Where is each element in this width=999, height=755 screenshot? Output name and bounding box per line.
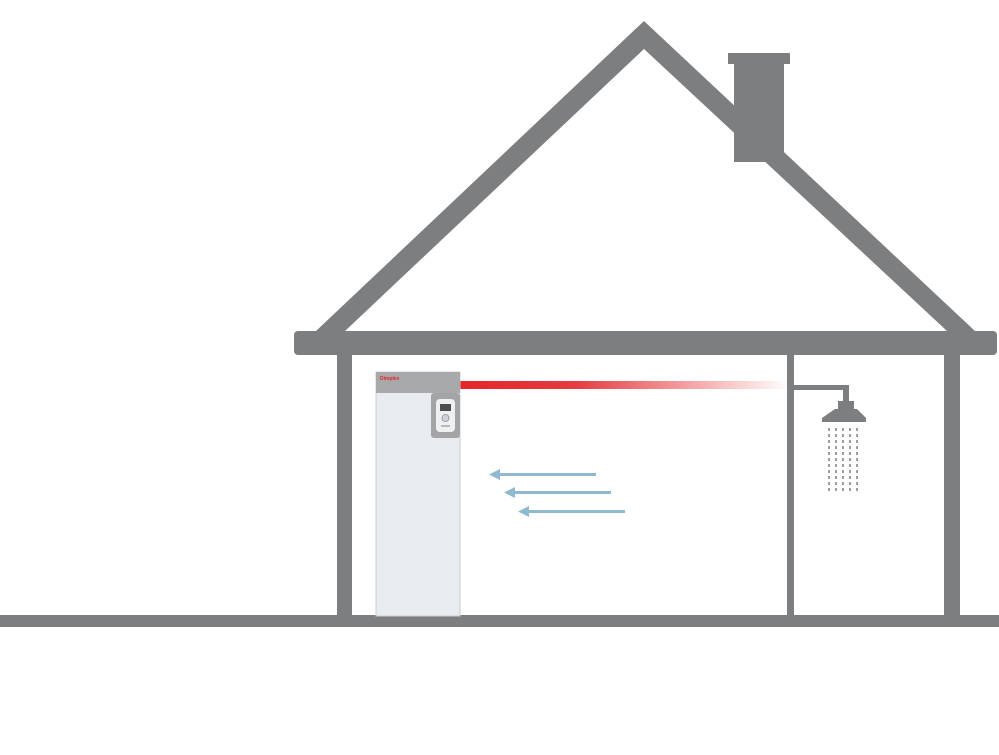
left-wall [337, 353, 352, 617]
roof-eave-beam [294, 331, 997, 355]
unit-brand-label: Dimplex [380, 376, 400, 382]
arrow-left-icon [518, 506, 625, 517]
shower-water [828, 428, 858, 494]
arrow-left-icon [489, 469, 596, 480]
roof-outline [316, 21, 975, 331]
airflow-arrows [489, 469, 625, 517]
heat-pump-water-heater-icon: Dimplex [375, 371, 461, 617]
arrow-left-icon [504, 487, 611, 498]
shower-head-icon [822, 401, 866, 422]
water-pipe [787, 355, 849, 617]
control-button-row [441, 425, 450, 427]
ground-line [0, 615, 999, 627]
control-screen [440, 404, 451, 411]
right-wall [944, 353, 960, 617]
unit-top-panel [376, 372, 460, 393]
hot-water-pipe [460, 381, 790, 389]
control-dial [441, 414, 450, 422]
